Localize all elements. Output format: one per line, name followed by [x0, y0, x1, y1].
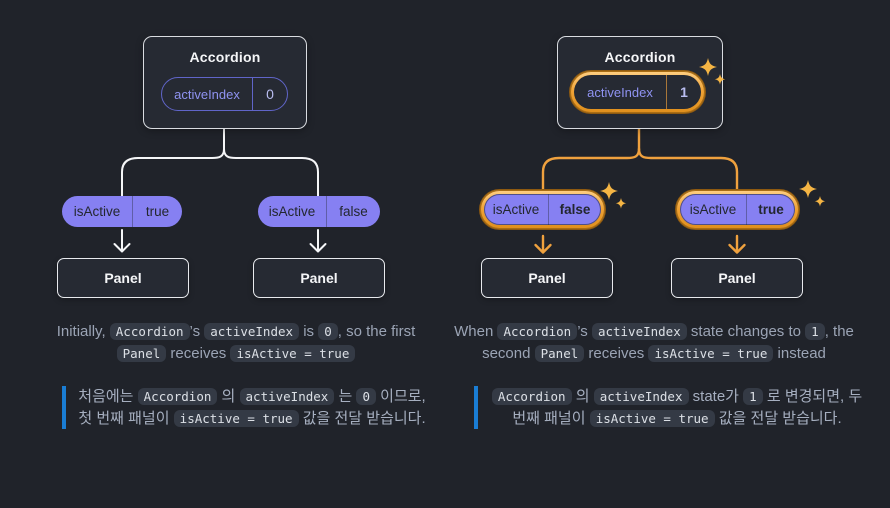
- arrow-icon: [728, 234, 746, 254]
- caption-text: 값을 전달 받습니다.: [714, 409, 842, 427]
- highlight-ring: activeIndex 1: [570, 71, 705, 113]
- arrow-icon: [113, 229, 131, 253]
- inline-code: Panel: [116, 344, 167, 362]
- component-title: Accordion: [604, 49, 676, 65]
- caption-text: When: [454, 323, 498, 340]
- prop-pill: isActive true: [62, 196, 182, 227]
- prop-value: true: [145, 204, 170, 219]
- pill-divider: [666, 75, 667, 109]
- inline-code: activeIndex: [204, 323, 300, 340]
- caption-text: , so the first: [337, 323, 416, 340]
- prop-label: isActive: [73, 204, 121, 219]
- caption-text: 로 변경되면, 두 번째 패널이: [512, 388, 863, 427]
- state-value: 0: [266, 86, 274, 102]
- caption-text: instead: [773, 344, 826, 362]
- panel-title: Panel: [104, 270, 142, 286]
- panel-box: Panel: [481, 258, 613, 298]
- caption-text: , the second: [482, 323, 854, 362]
- highlight-ring: isActive true: [676, 190, 799, 229]
- caption-text: state changes to: [686, 323, 806, 340]
- prop-label: isActive: [268, 204, 316, 219]
- caption-text: 의: [571, 388, 594, 405]
- highlight-ring: isActive false: [480, 190, 605, 229]
- caption-text: 는: [334, 388, 357, 405]
- panel-title: Panel: [528, 270, 566, 286]
- pill-divider: [326, 196, 327, 227]
- panel-title: Panel: [300, 270, 338, 286]
- prop-value: false: [339, 204, 368, 219]
- caption-text: 이므로, 첫 번째 패널이: [78, 388, 426, 427]
- prop-value: true: [758, 202, 784, 217]
- arrow-icon: [534, 234, 552, 254]
- inline-code: Accordion: [497, 323, 578, 340]
- caption-text: 의: [217, 388, 240, 405]
- inline-code: activeIndex: [239, 388, 335, 405]
- accordion-component-box: Accordion activeIndex 0: [143, 36, 307, 129]
- prop-pill: isActive false: [258, 196, 380, 227]
- inline-code: isActive = true: [589, 409, 715, 427]
- caption-text: state가: [688, 388, 744, 405]
- caption-text: Initially,: [56, 323, 110, 340]
- inline-code: activeIndex: [593, 388, 689, 405]
- caption-text: is: [299, 323, 319, 340]
- tree-left: [113, 126, 327, 253]
- inline-code: isActive = true: [230, 344, 356, 362]
- caption-korean: 처음에는 Accordion 의 activeIndex 는 0 이므로, 첫 …: [62, 386, 428, 429]
- state-label: activeIndex: [587, 84, 653, 100]
- state-pill: activeIndex 1: [574, 75, 701, 109]
- state-pill: activeIndex 0: [161, 77, 288, 111]
- caption-text: 처음에는: [78, 388, 138, 405]
- prop-pill: isActive true: [680, 194, 795, 225]
- panel-title: Panel: [718, 270, 756, 286]
- sparkle-icon: [799, 180, 826, 207]
- prop-pill: isActive false: [484, 194, 601, 225]
- caption-text: receives: [166, 344, 231, 362]
- state-label: activeIndex: [174, 86, 240, 102]
- inline-code: Accordion: [491, 388, 572, 405]
- caption-english: Initially, Accordion’s activeIndex is 0,…: [40, 321, 432, 364]
- tree-right: [534, 125, 746, 254]
- inline-code: 1: [743, 388, 763, 405]
- panel-box: Panel: [671, 258, 803, 298]
- inline-code: Accordion: [137, 388, 218, 405]
- inline-code: 0: [356, 388, 376, 405]
- caption-text: ’s: [577, 323, 592, 340]
- panel-box: Panel: [57, 258, 189, 298]
- inline-code: 0: [318, 323, 338, 340]
- sparkle-icon: [699, 58, 726, 85]
- accordion-component-box: Accordion activeIndex 1: [557, 36, 723, 129]
- inline-code: 1: [805, 323, 825, 340]
- inline-code: isActive = true: [173, 409, 299, 427]
- pill-divider: [252, 78, 253, 110]
- prop-label: isActive: [689, 202, 737, 217]
- inline-code: Panel: [534, 344, 585, 362]
- pill-divider: [548, 194, 549, 225]
- caption-text: receives: [584, 344, 649, 362]
- inline-code: isActive = true: [648, 344, 774, 362]
- pill-divider: [746, 194, 747, 225]
- inline-code: activeIndex: [591, 323, 687, 340]
- prop-value: false: [559, 202, 591, 217]
- state-value: 1: [680, 84, 688, 100]
- caption-korean: Accordion 의 activeIndex state가 1 로 변경되면,…: [474, 386, 866, 429]
- inline-code: Accordion: [109, 323, 190, 340]
- component-title: Accordion: [189, 49, 261, 65]
- arrow-icon: [309, 229, 327, 253]
- caption-text: 값을 전달 받습니다.: [298, 409, 426, 427]
- pill-divider: [132, 196, 133, 227]
- sparkle-icon: [600, 182, 627, 209]
- caption-english: When Accordion’s activeIndex state chang…: [452, 321, 856, 364]
- caption-text: ’s: [189, 323, 205, 340]
- panel-box: Panel: [253, 258, 385, 298]
- prop-label: isActive: [492, 202, 540, 217]
